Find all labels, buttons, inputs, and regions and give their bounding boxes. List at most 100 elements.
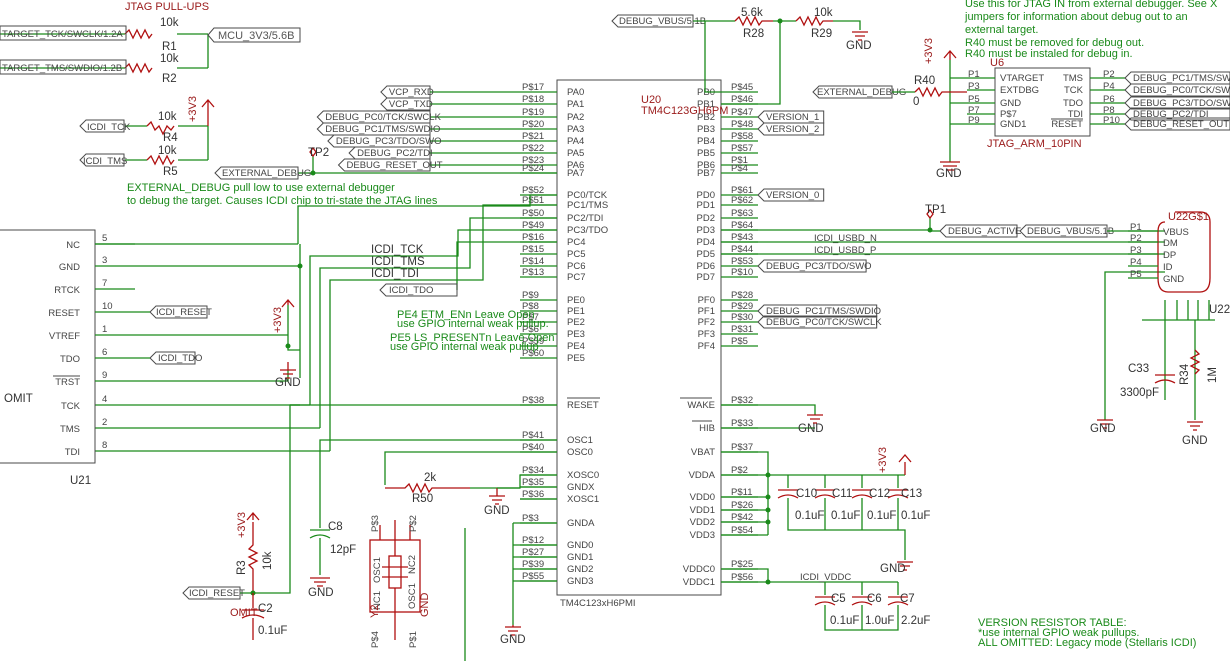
net-flag-label: VCP_RXD: [389, 87, 434, 98]
r3-value: 10k: [262, 551, 274, 570]
u20-left-pin-name: PA6: [567, 160, 584, 171]
u20-left-pin-name: PC3/TDO: [567, 225, 608, 236]
y2-p1: P$1: [408, 631, 419, 648]
r4-plus3v3: +3V3: [187, 96, 199, 122]
tr-note-3: external target.: [965, 24, 1038, 36]
u20-right-pin-num: P$56: [731, 572, 753, 583]
osc-circuit: C8 12pF GND 2k R50 P$3 P$2 NC1 OSC1 OSC1…: [308, 439, 557, 661]
u6-net-label: DEBUG_RESET_OUT: [1133, 119, 1229, 130]
y2-p3: P$3: [370, 515, 381, 532]
c5-value: 0.1uF: [830, 615, 859, 627]
u20-left-pin-name: OSC1: [567, 435, 593, 446]
u20-right-pin-name: WAKE: [687, 400, 715, 411]
u20-right-pin-num: P$63: [731, 208, 753, 219]
u20-left-pin-num: P$50: [522, 208, 544, 219]
r28-label: R28: [743, 28, 764, 40]
y2-osc1b: OSC1: [407, 583, 418, 609]
u20-left-pin-num: P$38: [522, 395, 544, 406]
tr-note-1: Use this for JTAG IN from external debug…: [965, 0, 1218, 10]
u20-left-pin-num: P$12: [522, 535, 544, 546]
u20-left-pin-num: P$22: [522, 143, 544, 154]
net-target-tck: TARGET_TCK/SWCLK/1.2A: [2, 29, 123, 40]
u20-part: TM4C123GH6PM: [641, 105, 728, 117]
u21-gnd: GND: [275, 377, 301, 389]
u6-left-pin-num: P1: [968, 69, 980, 80]
u21-pin-name: TDI: [65, 447, 80, 458]
net-flag: [757, 110, 825, 124]
version-table-1: VERSION RESISTOR TABLE:: [978, 617, 1127, 629]
u6-right-pin-name: TDI: [1068, 109, 1083, 120]
icdi-tck-tag: ICDI_TCK: [87, 122, 131, 133]
u20-left-pin-num: P$40: [522, 442, 544, 453]
u20-right-pin-name: VDD1: [690, 505, 715, 516]
r50-label: R50: [412, 493, 433, 505]
u21-pin-name: TDO: [60, 354, 80, 365]
u6-gnd: GND: [936, 168, 962, 180]
u20-right-pin-num: P$26: [731, 500, 753, 511]
usbd-n-label: ICDI_USBD_N: [814, 233, 877, 244]
u20-right-pin-num: P$33: [731, 418, 753, 429]
u6-right-pin-num: P2: [1103, 69, 1115, 80]
gnd-pins-gnd: GND: [500, 634, 526, 646]
u20-left-pin-num: P$15: [522, 244, 544, 255]
u21-pin-num: 3: [102, 255, 107, 266]
u20-left-pin-num: P$20: [522, 119, 544, 130]
r50-value: 2k: [424, 472, 436, 484]
pullup-section: TARGET_TCK/SWCLK/1.2A TARGET_TMS/SWDIO/1…: [0, 17, 301, 178]
u21-pin-num: 7: [102, 278, 107, 289]
icdi-nets: ICDI_TCK ICDI_TMS ICDI_TDI ICDI_TDO: [95, 194, 557, 452]
c8-gnd: GND: [308, 587, 334, 599]
u20-left-pin-num: P$55: [522, 571, 544, 582]
u20-left-pin-num: P$49: [522, 220, 544, 231]
u20-right-pin-name: PF1: [698, 306, 715, 317]
u20-left-pin-num: P$24: [522, 163, 544, 174]
u20-left-pin-num: P$60: [522, 348, 544, 359]
usb-gnd: GND: [1090, 423, 1116, 435]
u20-left-pin-name: PC1/TMS: [567, 200, 608, 211]
pe4-note-2: use GPIO internal weak pullup.: [397, 318, 549, 330]
r1-label: R1: [162, 41, 177, 53]
u20-left-pin-name: PC2/TDI: [567, 213, 603, 224]
u21-name: U21: [70, 475, 91, 487]
u20-left-pin-name: GND1: [567, 552, 593, 563]
u20-left-pin-num: P$41: [522, 430, 544, 441]
icdi-tdi-net: ICDI_TDI: [371, 268, 419, 280]
u6-left-pin-num: P3: [968, 81, 980, 92]
c6-value: 1.0uF: [865, 615, 894, 627]
c10-value: 0.1uF: [795, 510, 824, 522]
jtag-pullups-title: JTAG PULL-UPS: [125, 1, 209, 13]
u20-right-pin-name: PF3: [698, 329, 715, 340]
u20-left-pin-name: PC6: [567, 261, 585, 272]
u6-right-pin-num: P8: [1103, 105, 1115, 116]
u21-pin-name: GND: [59, 262, 80, 273]
u20-right-pin-num: P$47: [731, 107, 753, 118]
r4-value: 10k: [158, 111, 177, 123]
u22-pin-name: GND: [1163, 274, 1184, 285]
net-flag-label: DEBUG_PC1/TMS/SWDIO: [325, 124, 440, 135]
u20-right-pin-name: PD3: [697, 225, 715, 236]
u6-right-pin-num: P4: [1103, 81, 1115, 92]
u20-left-pin-name: PE4: [567, 341, 585, 352]
u20-right-pin-num: P$57: [731, 143, 753, 154]
icdi-vddc-label: ICDI_VDDC: [800, 572, 851, 583]
u20-left-pin-name: PA3: [567, 124, 584, 135]
tr-note-2: jumpers for information about debug out …: [964, 11, 1188, 23]
u20-left-pin-name: OSC0: [567, 447, 593, 458]
u20-right-pin-name: PB6: [697, 160, 715, 171]
u20-right-pin-num: P$29: [731, 301, 753, 312]
u20-left-pin-name: XOSC1: [567, 494, 599, 505]
u20-right-pin-name: PB4: [697, 136, 715, 147]
gnd-pins-group: GND: [500, 522, 557, 646]
u21-pin-name: RTCK: [54, 285, 80, 296]
c13-label: C13: [901, 488, 922, 500]
u22-pin-num: P3: [1130, 245, 1142, 256]
u6-left-pin-num: P9: [968, 115, 980, 126]
u20-right-pin-num: P$42: [731, 512, 753, 523]
u20-right-pin-name: VDD3: [690, 530, 715, 541]
u21-pin-name: RESET: [48, 308, 80, 319]
u20-right-pin-num: P$4: [731, 163, 748, 174]
c10-label: C10: [796, 488, 817, 500]
net-flag-label: DEBUG_RESET_OUT: [347, 160, 443, 171]
u20-right-pin-name: PD5: [697, 249, 715, 260]
net-flag: [757, 304, 878, 318]
